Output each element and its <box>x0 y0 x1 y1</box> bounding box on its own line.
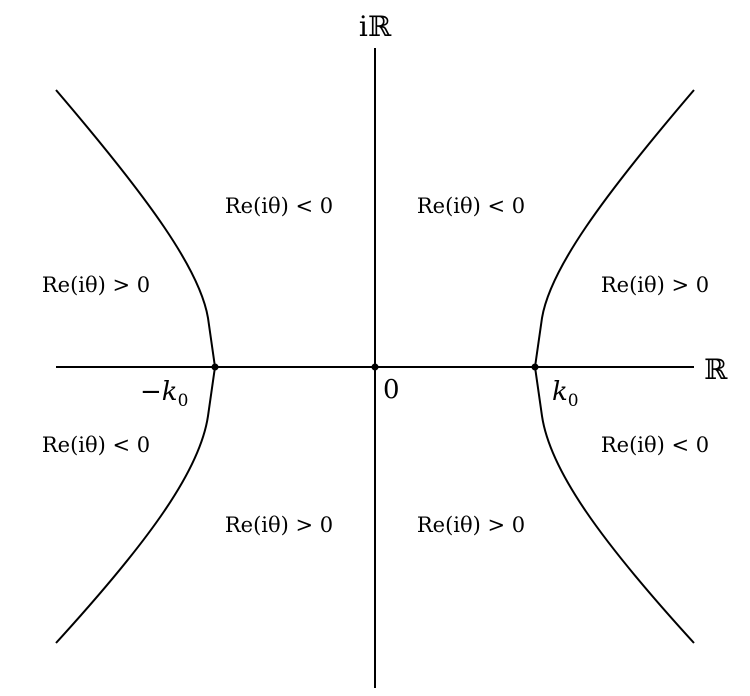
region-lower-left-outer: Re(iθ) < 0 <box>42 433 150 457</box>
origin-label: 0 <box>383 375 400 405</box>
right-upper-curve <box>534 89 695 368</box>
imag-axis-label: iℝ <box>359 10 392 43</box>
region-upper-right-outer: Re(iθ) > 0 <box>601 273 709 297</box>
pos-k0-label: k0 <box>552 377 579 411</box>
region-upper-left-inner: Re(iθ) < 0 <box>225 194 333 218</box>
region-upper-right-inner: Re(iθ) < 0 <box>417 194 525 218</box>
left-lower-curve <box>55 366 216 644</box>
neg-k0-label: −k0 <box>140 377 188 411</box>
left-upper-curve <box>55 89 216 368</box>
origin-point <box>371 363 379 371</box>
real-axis-label: ℝ <box>704 353 728 386</box>
region-lower-right-outer: Re(iθ) < 0 <box>601 433 709 457</box>
neg-k0-point <box>211 363 219 371</box>
right-lower-curve <box>534 366 695 644</box>
region-upper-left-outer: Re(iθ) > 0 <box>42 273 150 297</box>
region-lower-right-inner: Re(iθ) > 0 <box>417 513 525 537</box>
region-lower-left-inner: Re(iθ) > 0 <box>225 513 333 537</box>
pos-k0-point <box>531 363 539 371</box>
